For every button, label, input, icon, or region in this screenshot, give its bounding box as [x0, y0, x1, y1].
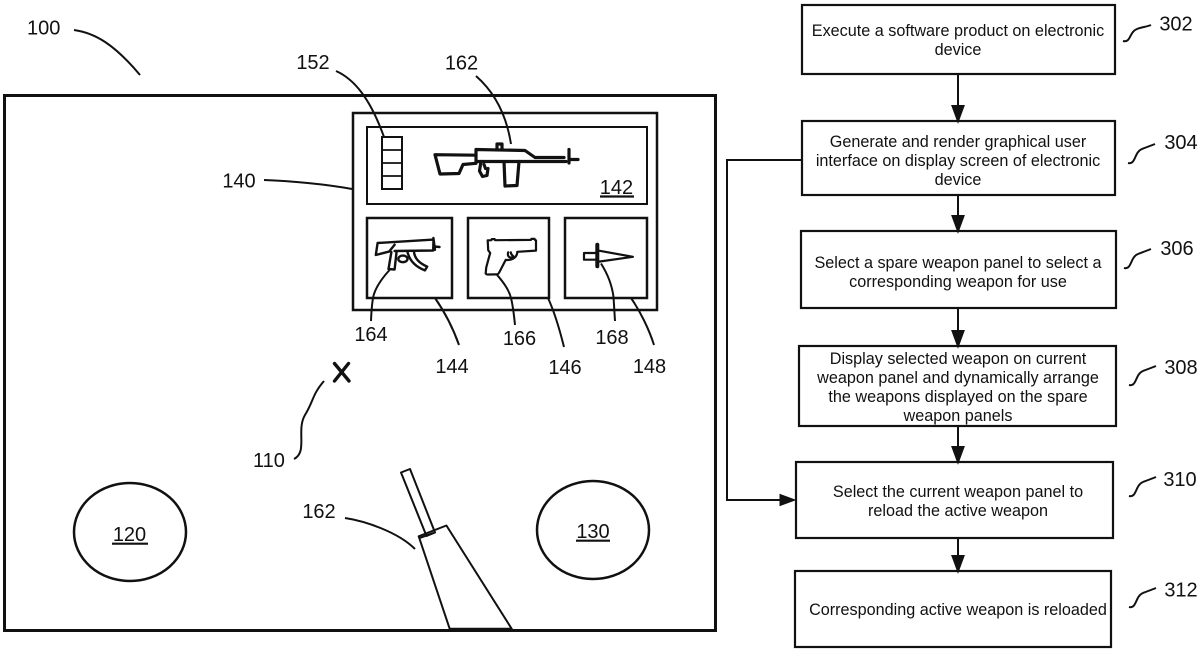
svg-text:weapon panel and dynamically a: weapon panel and dynamically arrange — [816, 369, 1099, 387]
svg-text:Display selected weapon on cur: Display selected weapon on current — [830, 350, 1087, 368]
svg-text:130: 130 — [576, 521, 609, 543]
svg-text:weapon panels: weapon panels — [903, 407, 1013, 425]
svg-text:Generate and render graphical: Generate and render graphical user — [830, 133, 1087, 151]
svg-text:corresponding weapon for use: corresponding weapon for use — [849, 273, 1067, 291]
svg-text:110: 110 — [253, 450, 285, 472]
svg-text:166: 166 — [503, 328, 536, 350]
svg-text:152: 152 — [296, 52, 329, 74]
svg-text:Select the current weapon pane: Select the current weapon panel to — [833, 483, 1083, 501]
svg-text:device: device — [935, 41, 982, 59]
svg-text:312: 312 — [1164, 580, 1197, 602]
svg-text:148: 148 — [633, 356, 666, 378]
svg-text:Execute a software product on: Execute a software product on electronic — [812, 22, 1104, 40]
svg-text:310: 310 — [1163, 469, 1196, 491]
svg-text:164: 164 — [354, 324, 387, 346]
svg-text:140: 140 — [222, 171, 255, 193]
svg-text:302: 302 — [1159, 13, 1192, 35]
svg-text:308: 308 — [1164, 357, 1197, 379]
svg-text:168: 168 — [595, 327, 628, 349]
svg-text:304: 304 — [1164, 132, 1197, 154]
svg-text:the weapons displayed on the s: the weapons displayed on the spare — [828, 388, 1087, 406]
svg-text:reload the active weapon: reload the active weapon — [868, 502, 1048, 520]
svg-text:144: 144 — [435, 356, 468, 378]
svg-text:306: 306 — [1160, 238, 1193, 260]
svg-text:146: 146 — [548, 357, 581, 379]
svg-text:Select a spare weapon panel to: Select a spare weapon panel to select a — [814, 254, 1101, 272]
svg-text:120: 120 — [113, 524, 146, 546]
svg-text:interface on display screen of: interface on display screen of electroni… — [816, 152, 1100, 170]
svg-text:100: 100 — [27, 17, 60, 39]
svg-text:162: 162 — [302, 501, 335, 523]
svg-text:Corresponding active weapon is: Corresponding active weapon is reloaded — [809, 601, 1107, 619]
svg-text:device: device — [935, 171, 982, 189]
svg-text:142: 142 — [600, 177, 633, 199]
svg-text:162: 162 — [445, 53, 478, 75]
